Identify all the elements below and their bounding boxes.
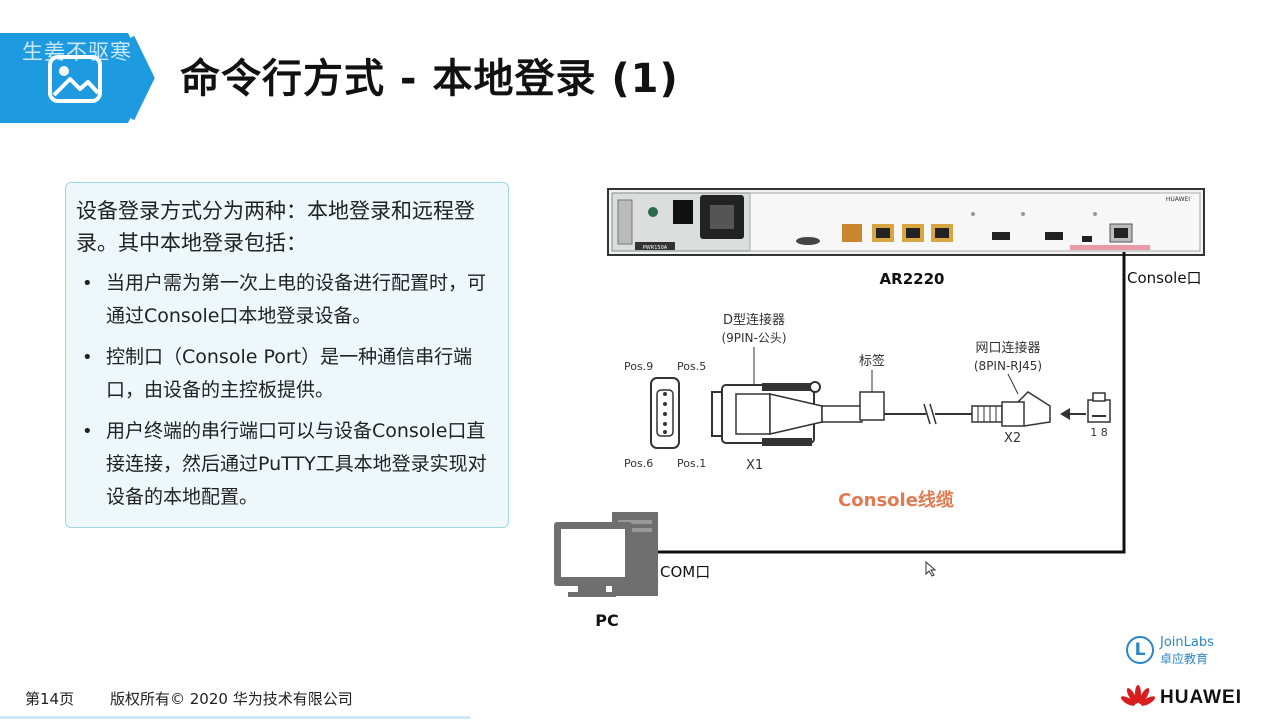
bullet-item: 当用户需为第一次上电的设备进行配置时，可通过Console口本地登录设备。	[76, 267, 496, 333]
huawei-flower-icon	[1120, 685, 1156, 706]
image-icon	[48, 55, 102, 103]
footer-divider	[0, 716, 470, 719]
console-cable-label: Console线缆	[838, 489, 954, 511]
d-connector-label: D型连接器	[723, 312, 785, 328]
pos5-label: Pos.5	[677, 360, 706, 373]
bullet-list: 当用户需为第一次上电的设备进行配置时，可通过Console口本地登录设备。 控制…	[76, 267, 496, 514]
router-brand: HUAWEI	[1166, 196, 1190, 203]
joinlabs-cn-name: 卓应教育	[1160, 652, 1209, 666]
usb-port-icon	[992, 232, 1010, 240]
d-connector-sub-label: (9PIN-公头)	[721, 331, 786, 345]
psu-label: PWR150A	[643, 245, 668, 251]
huawei-logo: HUAWEI	[1120, 684, 1260, 712]
bullet-item: 控制口（Console Port）是一种通信串行端口，由设备的主控板提供。	[76, 341, 496, 407]
pc-label: PC	[595, 611, 618, 630]
slide-title: 命令行方式 - 本地登录 (1)	[180, 56, 679, 102]
footer-copyright: 版权所有© 2020 华为技术有限公司	[110, 690, 353, 708]
huawei-wordmark: HUAWEI	[1160, 687, 1242, 708]
console-connection-diagram: PWR150A HUAWEI AR2220 Console口 Pos.9 Pos…	[554, 188, 1205, 630]
usb-port-icon	[1045, 232, 1063, 240]
rj45-front-view	[1087, 392, 1111, 423]
joinlabs-logo-icon: L	[1126, 636, 1154, 664]
intro-text: 设备登录方式分为两种：本地登录和远程登录。其中本地登录包括：	[76, 199, 475, 255]
router-ar2220: PWR150A HUAWEI	[607, 188, 1205, 256]
console-port-label: Console口	[1127, 269, 1202, 287]
device-name-label: AR2220	[880, 270, 945, 288]
overlay-watermark-text: 生姜不驱寒	[22, 40, 132, 64]
arrow-left-icon	[1060, 408, 1070, 420]
x2-label: X2	[1004, 431, 1021, 446]
rj45-connector-sub-label: (8PIN-RJ45)	[974, 359, 1042, 373]
cable-tag	[859, 391, 885, 421]
tag-label: 标签	[859, 353, 885, 369]
pos9-label: Pos.9	[624, 360, 653, 373]
pc-icon	[554, 512, 658, 597]
power-led-icon	[648, 207, 658, 217]
rj45-connector-label: 网口连接器	[975, 340, 1040, 356]
pos1-label: Pos.1	[677, 457, 706, 470]
joinlabs-logo: L JoinLabs 卓应教育	[1126, 635, 1246, 668]
db9-front-view	[650, 377, 680, 449]
x1-label: X1	[746, 458, 763, 473]
content-box: 设备登录方式分为两种：本地登录和远程登录。其中本地登录包括： 当用户需为第一次上…	[65, 182, 509, 528]
footer-page-number: 第14页	[25, 690, 75, 708]
bullet-item: 用户终端的串行端口可以与设备Console口直接连接，然后通过PuTTY工具本地…	[76, 415, 496, 514]
pin-numbers-label: 1 8	[1090, 426, 1108, 439]
pos6-label: Pos.6	[624, 457, 653, 470]
connection-cable-line	[657, 252, 1126, 554]
mouse-cursor-icon	[925, 560, 937, 577]
com-port-label: COM口	[660, 563, 710, 581]
d-connector	[711, 381, 863, 446]
power-switch-icon	[673, 200, 693, 224]
header-badge	[0, 33, 158, 123]
joinlabs-name: JoinLabs	[1160, 635, 1214, 650]
rj45-connector	[971, 391, 1051, 427]
